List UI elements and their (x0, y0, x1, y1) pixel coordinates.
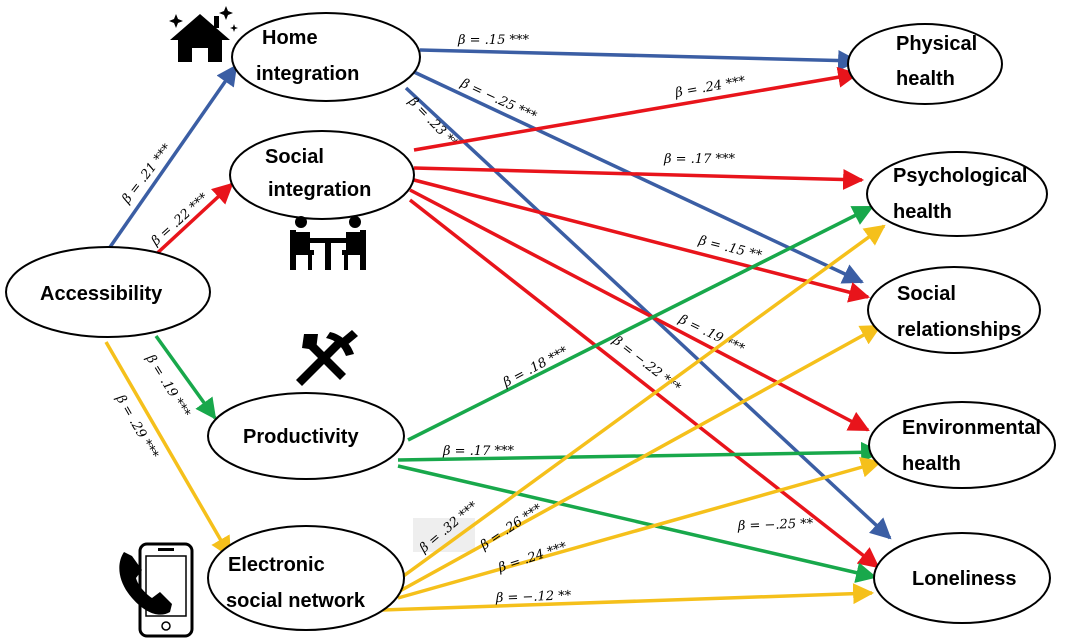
edge-label-esn-lone: β = −.12 ** (495, 588, 572, 606)
node-loneliness[interactable]: Loneliness (873, 532, 1051, 624)
node-accessibility[interactable]: Accessibility (5, 246, 211, 338)
node-label-line: Home (262, 27, 318, 49)
edge-social-psych (413, 166, 865, 190)
edge-label-social-psych: β = .17 *** (663, 152, 735, 167)
edge-prod-lone (397, 464, 878, 583)
edge-home-phys (419, 48, 860, 72)
node-environmental-health[interactable]: Environmental health (868, 401, 1056, 489)
node-physical-health[interactable]: Physical health (847, 23, 1003, 105)
node-label-line: Accessibility (40, 283, 163, 305)
node-label-line: health (893, 201, 952, 223)
meeting-icon (290, 216, 366, 270)
phone-icon (119, 542, 194, 638)
node-label-line: Social (265, 146, 324, 168)
house-icon (169, 6, 238, 62)
edge-home-socrel (413, 70, 864, 284)
edge-label-social-socrel: β = .15 ** (696, 233, 764, 264)
node-psychological-health[interactable]: Psychological health (866, 151, 1048, 237)
edge-access-social (150, 182, 234, 260)
node-label-line: integration (268, 179, 371, 201)
edge-esn-env (397, 457, 883, 600)
node-label-line: Psychological (893, 165, 1028, 187)
edge-prod-psych (407, 205, 874, 442)
hammer-pick-icon (296, 330, 358, 386)
node-label-line: social network (226, 590, 366, 612)
edge-esn-socrel (397, 324, 882, 594)
node-label-line: health (902, 453, 961, 475)
edge-social-lone (408, 198, 880, 569)
node-electronic-social-network[interactable]: Electronic social network (207, 525, 405, 631)
node-label-line: Environmental (902, 417, 1041, 439)
edge-label-access-prod: β = .19 *** (142, 351, 193, 420)
edge-prod-env (397, 441, 883, 463)
node-label-line: Electronic (228, 554, 325, 576)
node-label-line: Social (897, 283, 956, 305)
edge-esn-lone (381, 583, 875, 612)
edge-access-esn (104, 341, 232, 558)
node-label-line: Loneliness (912, 568, 1016, 590)
edge-social-socrel (413, 178, 871, 303)
edge-label-esn-socrel: β = .26 *** (477, 501, 545, 554)
edge-label-access-home: β = .21 *** (119, 141, 175, 207)
node-label-line: relationships (897, 319, 1021, 341)
node-productivity[interactable]: Productivity (207, 392, 405, 480)
edge-access-prod (154, 334, 217, 420)
edge-label-access-social: β = .22 *** (148, 190, 212, 250)
edge-label-prod-psych: β = .18 *** (500, 344, 571, 391)
node-label-line: health (896, 68, 955, 90)
edge-esn-psych (396, 224, 886, 582)
edge-access-home (106, 64, 238, 251)
edge-social-phys (413, 66, 860, 152)
edges: β = .21 ***β = .22 ***β = .19 ***β = .29… (104, 33, 892, 612)
edge-label-esn-env: β = .24 *** (496, 539, 570, 576)
edge-label-prod-lone: β = −.25 ** (737, 516, 814, 534)
edge-label-social-phys: β = .24 *** (673, 74, 747, 101)
edge-label-prod-env: β = .17 *** (442, 444, 514, 459)
edge-label-home-phys: β = .15 *** (457, 33, 529, 48)
node-label-line: integration (256, 63, 359, 85)
node-home-integration[interactable]: Home integration (231, 12, 421, 102)
node-social-integration[interactable]: Social integration (229, 130, 415, 220)
node-label-line: Physical (896, 33, 977, 55)
node-label-line: Productivity (243, 426, 359, 448)
node-social-relationships[interactable]: Social relationships (867, 266, 1041, 354)
edge-social-env (409, 188, 870, 432)
